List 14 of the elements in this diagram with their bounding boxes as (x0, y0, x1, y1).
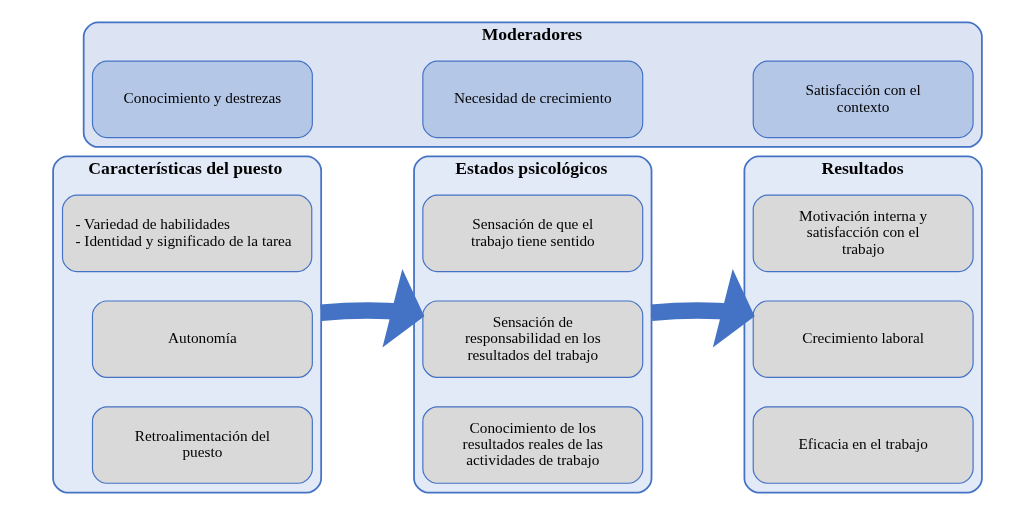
node-box: - Variedad de habilidades - Identidad y significado de la tarea (61, 194, 313, 273)
node-box: Satisfacción con el contexto (752, 60, 974, 139)
node-box: Sensación de que el trabajo tiene sentido (422, 194, 644, 273)
arrow (650, 269, 755, 348)
node-box: Autonomía (91, 300, 313, 378)
node-box: Conocimiento de los resultados reales de las actividades de trabajo (422, 406, 644, 484)
node-box: Necesidad de crecimiento (422, 60, 644, 139)
node-box: Motivación interna y satisfacción con el trabajo (752, 194, 974, 273)
node-box: Retroalimentación del puesto (91, 406, 313, 484)
node-box: Crecimiento laboral (752, 300, 974, 378)
node-box: Eficacia en el trabajo (752, 406, 974, 484)
node-box: Sensación de responsabilidad en los resultados del trabajo (422, 300, 644, 378)
node-box: Conocimiento y destrezas (91, 60, 313, 139)
arrow (320, 269, 425, 348)
